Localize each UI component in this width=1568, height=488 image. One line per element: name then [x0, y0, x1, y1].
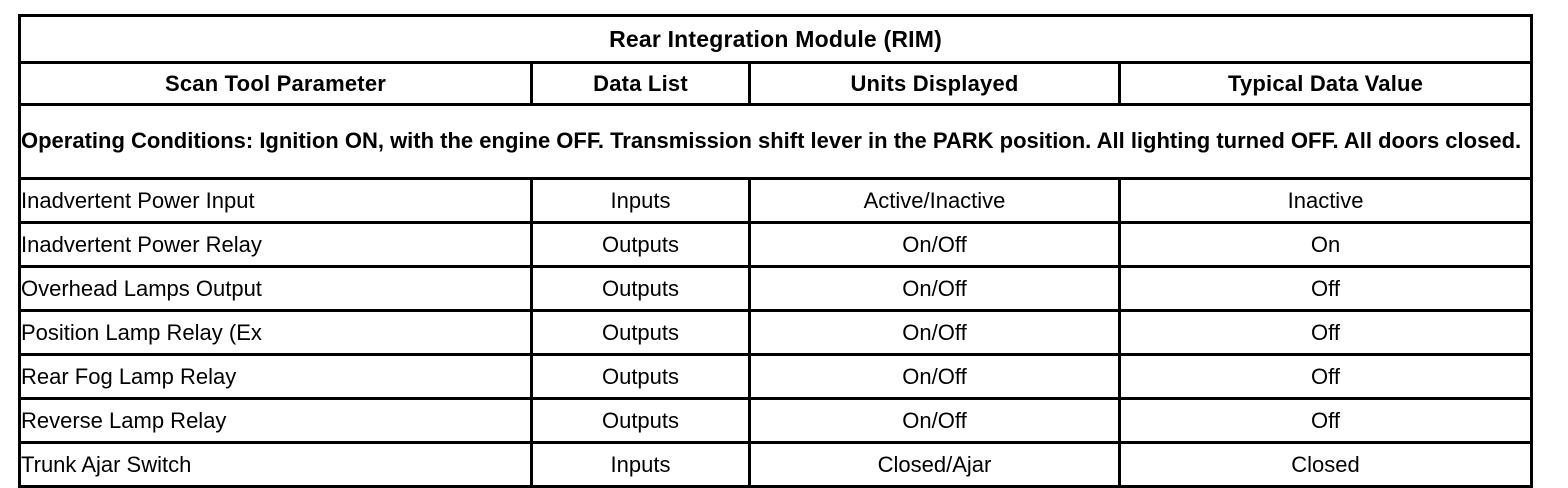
cell-units-displayed: On/Off	[748, 353, 1121, 400]
cell-units-displayed: On/Off	[748, 397, 1121, 444]
cell-parameter: Position Lamp Relay (Ex	[18, 309, 533, 356]
table-row: Position Lamp Relay (Ex Outputs On/Off O…	[18, 309, 1534, 356]
table-header-row: Scan Tool Parameter Data List Units Disp…	[18, 61, 1534, 106]
cell-parameter: Rear Fog Lamp Relay	[18, 353, 533, 400]
cell-parameter: Overhead Lamps Output	[18, 265, 533, 312]
column-header-scan-tool-parameter: Scan Tool Parameter	[18, 61, 533, 106]
cell-parameter: Trunk Ajar Switch	[18, 441, 533, 488]
cell-data-list: Outputs	[530, 265, 751, 312]
cell-parameter: Reverse Lamp Relay	[18, 397, 533, 444]
cell-data-list: Outputs	[530, 353, 751, 400]
cell-units-displayed: On/Off	[748, 265, 1121, 312]
cell-data-list: Inputs	[530, 177, 751, 224]
cell-data-list: Outputs	[530, 309, 751, 356]
table-title-row: Rear Integration Module (RIM)	[17, 14, 1534, 64]
table-title: Rear Integration Module (RIM)	[17, 14, 1534, 64]
table-row: Rear Fog Lamp Relay Outputs On/Off Off	[18, 353, 1534, 400]
table-row: Inadvertent Power Input Inputs Active/In…	[18, 177, 1534, 224]
cell-parameter: Inadvertent Power Relay	[18, 221, 533, 268]
cell-units-displayed: On/Off	[748, 221, 1121, 268]
cell-typical-data-value: Closed	[1117, 441, 1534, 488]
cell-parameter: Inadvertent Power Input	[18, 177, 533, 224]
cell-units-displayed: On/Off	[748, 309, 1121, 356]
table-row: Trunk Ajar Switch Inputs Closed/Ajar Clo…	[18, 441, 1534, 488]
cell-data-list: Inputs	[530, 441, 751, 488]
cell-typical-data-value: Off	[1117, 353, 1534, 400]
cell-typical-data-value: Off	[1117, 265, 1534, 312]
column-header-typical-data-value: Typical Data Value	[1117, 61, 1534, 106]
cell-typical-data-value: On	[1117, 221, 1534, 268]
cell-typical-data-value: Off	[1117, 309, 1534, 356]
table-row: Reverse Lamp Relay Outputs On/Off Off	[18, 397, 1534, 444]
column-header-data-list: Data List	[530, 61, 751, 106]
table-body: Rear Integration Module (RIM) Scan Tool …	[17, 14, 1534, 488]
operating-conditions-row: Operating Conditions: Ignition ON, with …	[17, 103, 1534, 180]
cell-units-displayed: Closed/Ajar	[748, 441, 1121, 488]
cell-typical-data-value: Inactive	[1117, 177, 1534, 224]
scan-tool-parameter-table: Rear Integration Module (RIM) Scan Tool …	[17, 14, 1534, 488]
table-row: Inadvertent Power Relay Outputs On/Off O…	[18, 221, 1534, 268]
table-row: Overhead Lamps Output Outputs On/Off Off	[18, 265, 1534, 312]
cell-units-displayed: Active/Inactive	[748, 177, 1121, 224]
operating-conditions-text: Operating Conditions: Ignition ON, with …	[17, 103, 1534, 180]
cell-data-list: Outputs	[530, 397, 751, 444]
cell-data-list: Outputs	[530, 221, 751, 268]
cell-typical-data-value: Off	[1117, 397, 1534, 444]
page-root: Rear Integration Module (RIM) Scan Tool …	[17, 14, 1534, 488]
column-header-units-displayed: Units Displayed	[748, 61, 1121, 106]
